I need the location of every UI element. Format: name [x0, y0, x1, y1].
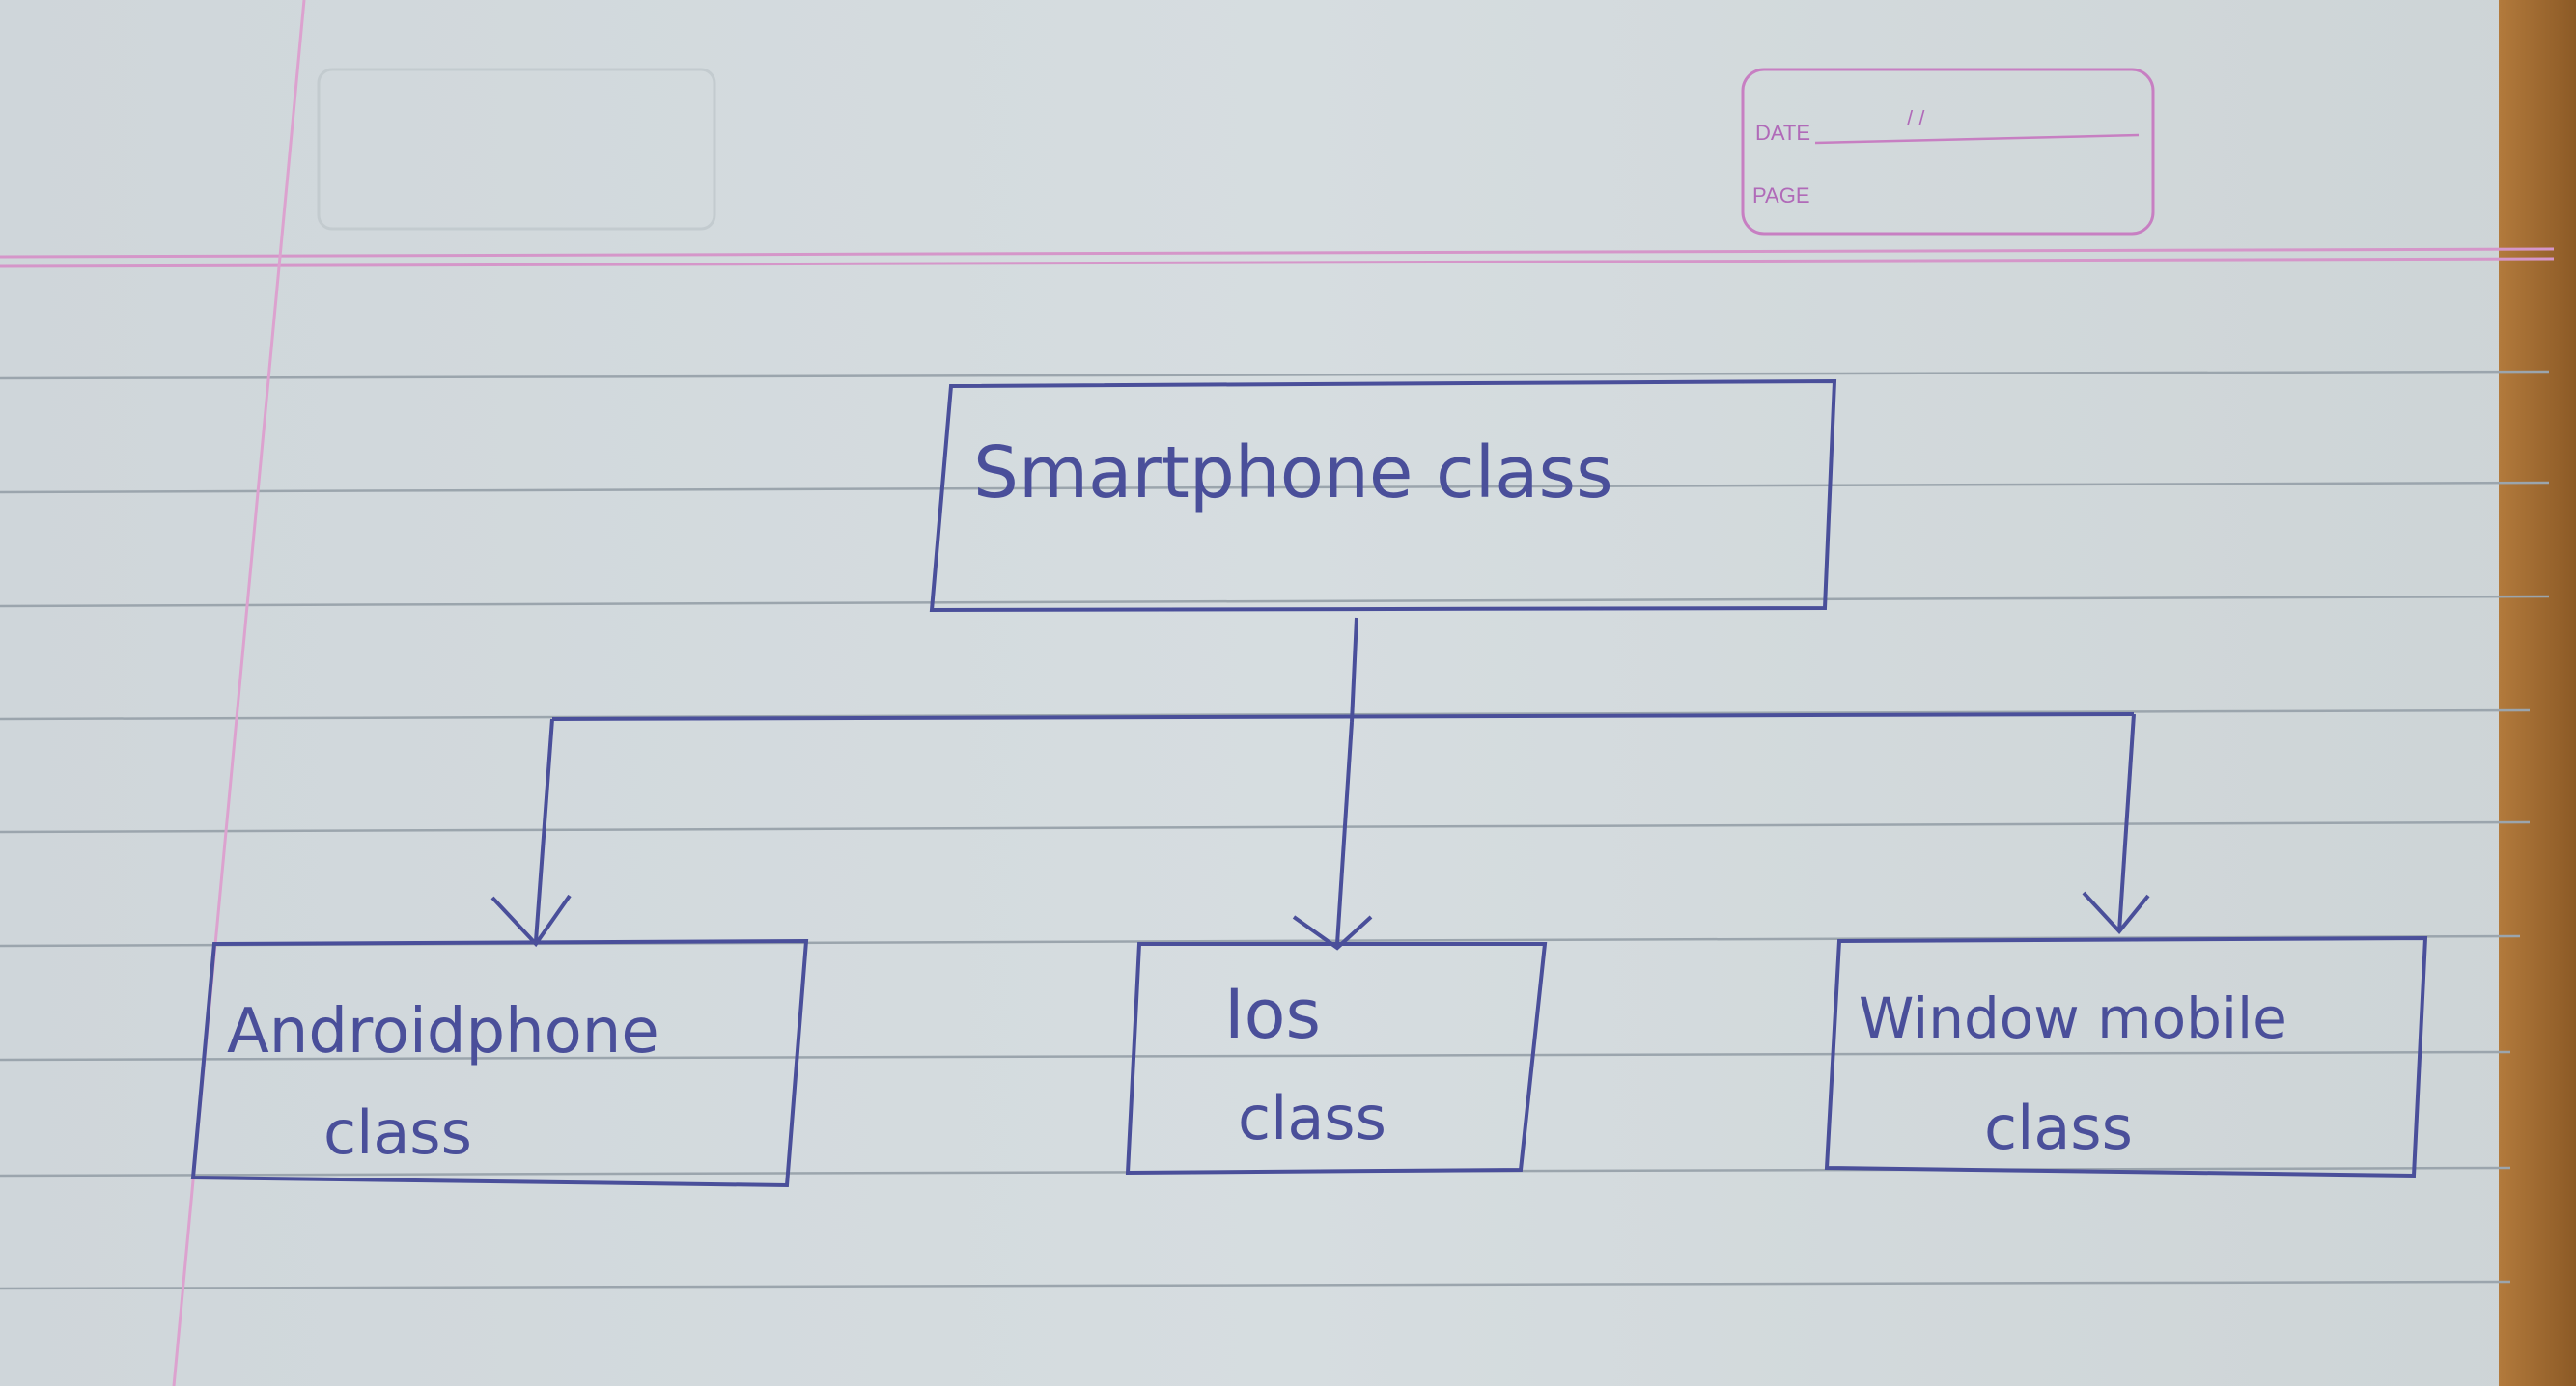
child-node-android-line1: Androidphone: [227, 996, 659, 1067]
root-node-label: Smartphone class: [973, 431, 1613, 514]
child-node-ios-line1: Ios: [1224, 975, 1321, 1054]
root-node: Smartphone class: [929, 378, 1837, 613]
date-page-stamp: DATE / / PAGE: [1741, 68, 2155, 236]
child-node-ios: Ios class: [1125, 942, 1548, 1176]
date-label: DATE: [1755, 121, 1810, 145]
date-slashes: / /: [1907, 106, 1925, 130]
child-node-windows-line1: Window mobile: [1859, 985, 2287, 1051]
child-node-android-line2: class: [323, 1097, 472, 1168]
connectors: [490, 617, 2150, 951]
top-margin-line: [0, 247, 2555, 268]
ruled-lines: [0, 370, 2550, 1290]
child-node-android: Androidphone class: [190, 938, 809, 1188]
wooden-table-edge: [2499, 0, 2576, 1386]
child-node-ios-line2: class: [1238, 1083, 1386, 1153]
child-node-windows-line2: class: [1984, 1093, 2133, 1163]
faint-logo-area: [317, 68, 716, 231]
page-label: PAGE: [1752, 183, 1810, 208]
child-node-windows: Window mobile class: [1824, 935, 2428, 1178]
